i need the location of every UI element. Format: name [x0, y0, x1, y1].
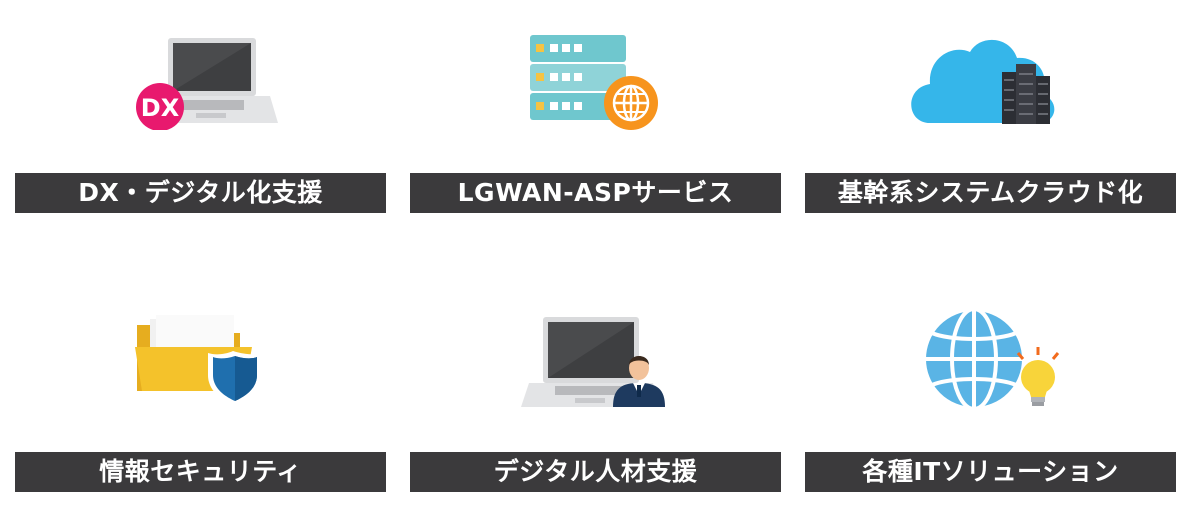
- service-tile-lgwan[interactable]: LGWAN-ASPサービス: [410, 0, 781, 215]
- service-label-digital-talent: デジタル人材支援: [410, 452, 781, 492]
- service-label-lgwan: LGWAN-ASPサービス: [410, 173, 781, 213]
- service-tile-security[interactable]: 情報セキュリティ: [15, 279, 386, 494]
- globe-lightbulb-icon: [922, 307, 1060, 409]
- folder-shield-icon: [135, 315, 262, 407]
- service-tile-dx[interactable]: DX DX・デジタル化支援: [15, 0, 386, 215]
- laptop-person-icon: [521, 317, 665, 407]
- dx-badge-text: DX: [141, 94, 180, 122]
- service-tile-cloud[interactable]: 基幹系システムクラウド化: [805, 0, 1176, 215]
- service-label-dx: DX・デジタル化支援: [15, 173, 386, 213]
- service-label-security: 情報セキュリティ: [15, 452, 386, 492]
- service-tile-digital-talent[interactable]: デジタル人材支援: [410, 279, 781, 494]
- service-label-cloud: 基幹系システムクラウド化: [805, 173, 1176, 213]
- service-label-it-solutions: 各種ITソリューション: [805, 452, 1176, 492]
- cloud-servers-icon: [911, 39, 1055, 124]
- service-tile-it-solutions[interactable]: 各種ITソリューション: [805, 279, 1176, 494]
- laptop-dx-icon: DX: [136, 38, 278, 130]
- server-globe-icon: [530, 35, 658, 130]
